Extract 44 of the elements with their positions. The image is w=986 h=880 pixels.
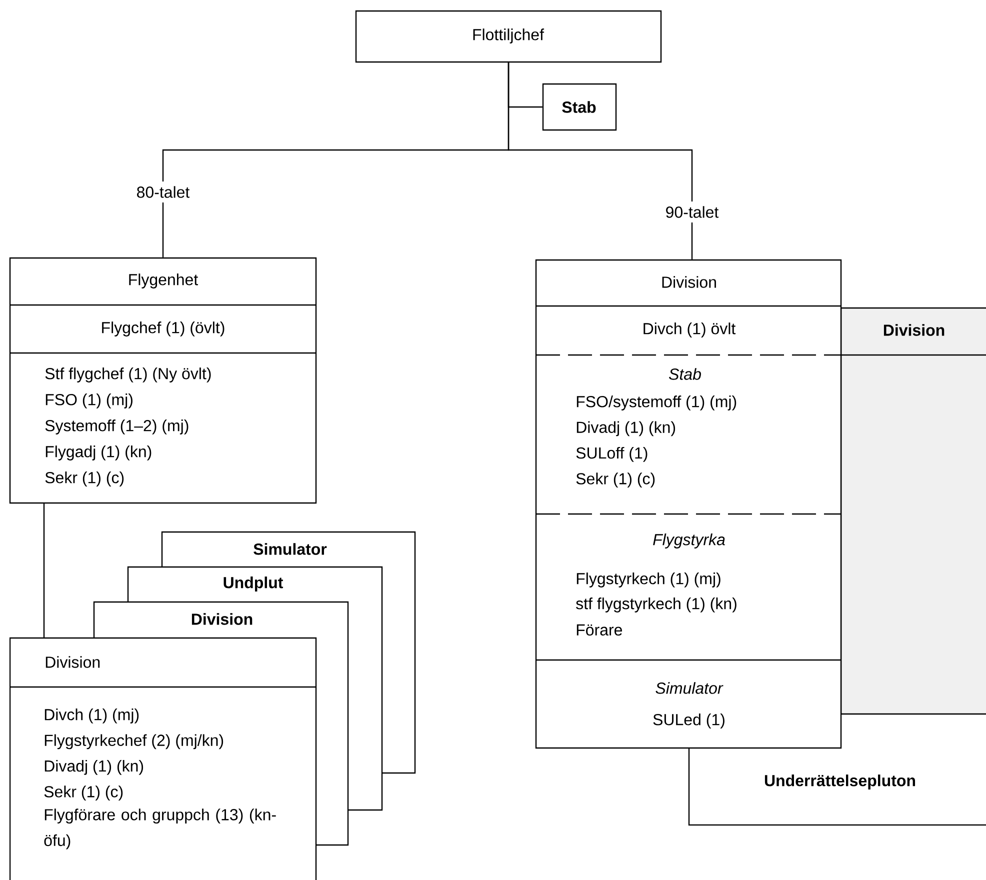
- role-entry: stf flygstyrkech (1) (kn): [576, 598, 736, 612]
- period-label: 80-talet: [137, 186, 190, 198]
- role-entry: Sekr (1) (c): [44, 786, 123, 801]
- role-entry: Flygadj (1) (kn): [46, 446, 152, 460]
- role-entry: Stf flygchef (1) (Ny övlt): [45, 368, 211, 382]
- heading: Flygstyrka: [653, 534, 725, 548]
- heading: Underrättelsepluton: [764, 774, 916, 790]
- unit-box: [355, 10, 662, 63]
- connector-line: [162, 202, 164, 258]
- role-entry: Division: [46, 656, 100, 668]
- heading: Flygenhet: [129, 274, 198, 288]
- heading: Simulator: [254, 543, 327, 555]
- role-entry: Flygstyrkechef (2) (mj/kn): [44, 734, 224, 750]
- role-entry: FSO/systemoff (1) (mj): [576, 396, 736, 410]
- heading: Division: [192, 613, 252, 625]
- connector-line: [691, 222, 693, 260]
- heading: Flygchef (1) (övlt): [102, 322, 224, 336]
- unit-box: [9, 257, 317, 504]
- unit-box: [9, 637, 317, 880]
- role-entry: Systemoff (1–2) (mj): [45, 420, 188, 434]
- role-entry: Divch (1) (mj): [44, 708, 139, 724]
- role-entry: Divadj (1) (kn): [576, 421, 676, 436]
- role-entry: Flygstyrkech (1) (mj): [576, 572, 720, 588]
- role-entry: FSO (1) (mj): [46, 394, 132, 408]
- connector-line: [43, 503, 45, 638]
- heading: Stab: [562, 101, 596, 113]
- period-label: 90-talet: [666, 206, 719, 218]
- role-entry: Flygförare och gruppch (13) (kn-öfu): [44, 808, 276, 850]
- heading: Simulator: [656, 682, 724, 694]
- heading: Division: [662, 276, 716, 288]
- heading: SULed (1): [653, 714, 724, 728]
- heading: Undplut: [224, 576, 284, 592]
- role-entry: Divadj (1) (kn): [44, 760, 144, 775]
- role-entry: SULoff (1): [576, 446, 648, 462]
- staff-box: [542, 83, 617, 131]
- heading: Stab: [669, 368, 701, 380]
- role-entry: Sekr (1) (c): [576, 472, 655, 488]
- connector-line: [508, 62, 693, 202]
- role-entry: Förare: [576, 624, 622, 636]
- role-entry: Sekr (1) (c): [45, 472, 124, 486]
- shaded-box: [840, 307, 986, 715]
- heading: Flottiljchef: [473, 28, 544, 44]
- heading: Divch (1) övlt: [644, 322, 736, 338]
- heading: Division: [884, 324, 944, 336]
